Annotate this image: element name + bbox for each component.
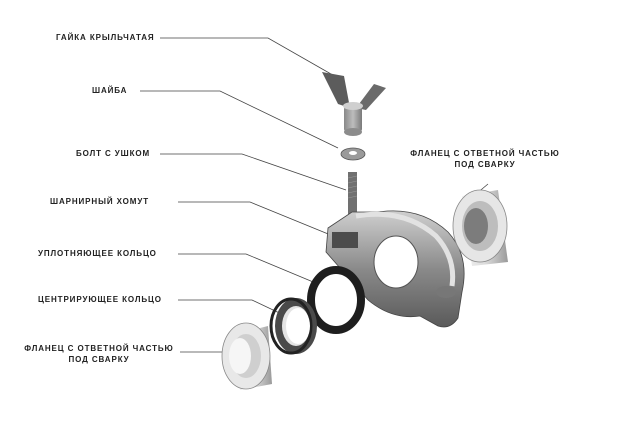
hinged-clamp-icon — [325, 210, 465, 328]
leader-wing-nut — [160, 37, 339, 79]
label-flange-right-line2: ПОД СВАРКУ — [454, 160, 516, 169]
label-flange-right: ФЛАНЕЦ С ОТВЕТНОЙ ЧАСТЬЮ ПОД СВАРКУ — [405, 148, 565, 170]
leader-washer — [140, 90, 339, 149]
leader-hinged-clamp — [178, 201, 339, 239]
label-flange-left: ФЛАНЕЦ С ОТВЕТНОЙ ЧАСТЬЮ ПОД СВАРКУ — [20, 343, 178, 365]
label-flange-left-line2: ПОД СВАРКУ — [68, 355, 130, 364]
eye-bolt-icon — [347, 172, 358, 218]
centering-ring-icon — [269, 297, 317, 355]
leader-centering-ring — [178, 299, 291, 319]
washer-icon — [340, 147, 366, 161]
label-washer: ШАЙБА — [92, 86, 128, 95]
wing-nut-icon — [322, 72, 386, 136]
label-hinged-clamp: ШАРНИРНЫЙ ХОМУТ — [50, 197, 149, 206]
label-flange-right-line1: ФЛАНЕЦ С ОТВЕТНОЙ ЧАСТЬЮ — [410, 149, 560, 158]
label-flange-left-line1: ФЛАНЕЦ С ОТВЕТНОЙ ЧАСТЬЮ — [24, 344, 174, 353]
leader-lines — [140, 37, 489, 353]
label-centering-ring: ЦЕНТРИРУЮЩЕЕ КОЛЬЦО — [38, 295, 162, 304]
label-wing-nut: ГАЙКА КРЫЛЬЧАТАЯ — [56, 33, 155, 42]
o-ring-icon — [307, 266, 365, 334]
flange-right-icon — [452, 189, 508, 266]
leader-eye-bolt — [160, 153, 347, 191]
leader-o-ring — [178, 253, 319, 285]
label-o-ring: УПЛОТНЯЮЩЕЕ КОЛЬЦО — [38, 249, 157, 258]
label-eye-bolt: БОЛТ С УШКОМ — [76, 149, 151, 158]
flange-left-icon — [221, 322, 272, 390]
